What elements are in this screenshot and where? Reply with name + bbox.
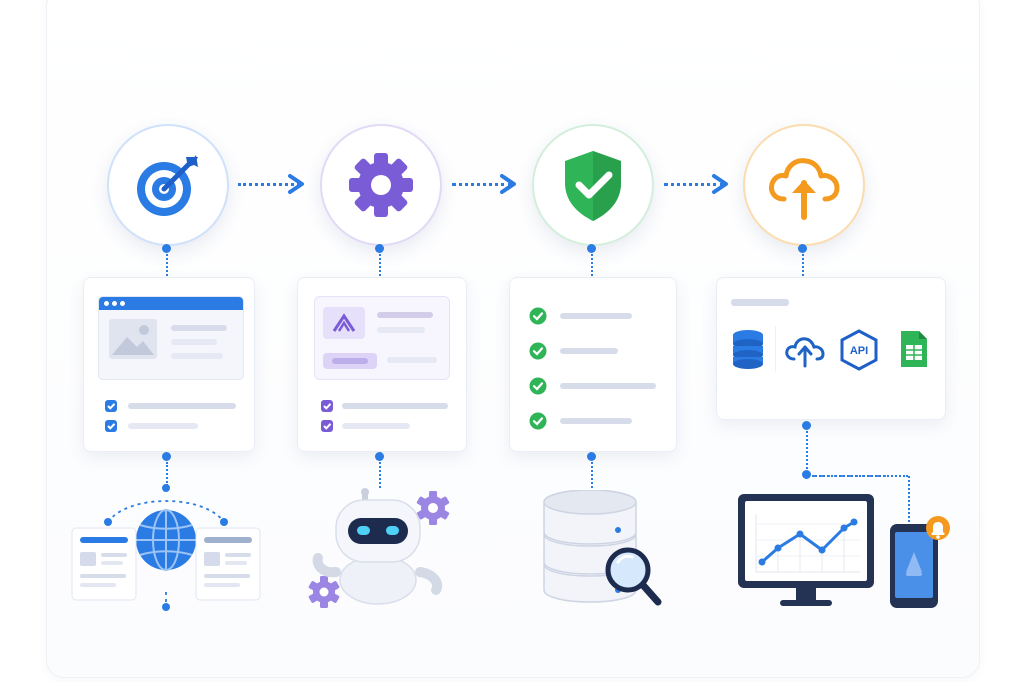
pill-line — [332, 358, 368, 364]
check-circle-icon — [529, 412, 547, 430]
text-line — [377, 312, 433, 318]
mobile-phone-illustration — [890, 516, 950, 608]
text-line — [342, 423, 410, 429]
checkbox-checked-icon — [105, 420, 117, 432]
window-dot — [120, 301, 125, 306]
globe-icon — [136, 509, 196, 571]
connector-line — [379, 254, 381, 276]
step-2-circle — [320, 124, 442, 246]
cloud-upload-icon — [785, 337, 825, 368]
connector-line — [802, 254, 804, 276]
web-page-card-left — [71, 527, 137, 601]
chevron-logo-icon — [332, 313, 356, 332]
connector-dot — [162, 452, 171, 461]
connector-dot — [802, 421, 811, 430]
step-4-circle — [743, 124, 865, 246]
text-line — [377, 327, 425, 333]
step-3-card — [509, 277, 677, 452]
api-label: API — [850, 345, 868, 357]
connector-line — [591, 462, 593, 488]
api-hexagon-icon: API — [840, 329, 878, 371]
connector-line — [591, 254, 593, 276]
card-header-line — [731, 299, 789, 306]
app-logo — [323, 307, 365, 339]
browser-window — [98, 296, 244, 380]
text-line — [171, 353, 223, 359]
connector-line — [806, 431, 808, 469]
notification-bell-icon — [926, 516, 950, 540]
arrow-right-icon — [712, 174, 728, 194]
check-circle-icon — [529, 307, 547, 325]
target-icon — [137, 155, 198, 216]
text-line — [171, 339, 217, 345]
window-dot — [112, 301, 117, 306]
connector-dot — [162, 244, 171, 253]
gear-icon — [349, 153, 413, 217]
step-4-card: API — [716, 277, 946, 420]
step-3-circle — [532, 124, 654, 246]
arrow-right-icon — [500, 174, 516, 194]
connector-line — [166, 462, 168, 486]
connector-dot — [375, 452, 384, 461]
check-circle-icon — [529, 377, 547, 395]
text-line — [560, 383, 656, 389]
connector-dot — [587, 452, 596, 461]
connector-dot — [798, 244, 807, 253]
monitor-chart-illustration — [738, 475, 886, 606]
check-circle-icon — [529, 342, 547, 360]
connector-dot — [587, 244, 596, 253]
connector-dot — [375, 244, 384, 253]
text-line — [560, 418, 632, 424]
text-line — [128, 423, 198, 429]
checkbox-checked-icon — [321, 400, 333, 412]
app-panel — [314, 296, 450, 380]
cloud-upload-icon — [769, 158, 840, 220]
database-icon — [733, 330, 763, 369]
connector-line — [812, 475, 908, 477]
text-line — [387, 357, 437, 363]
web-page-card-right — [195, 527, 261, 601]
connector-dot — [802, 470, 811, 479]
action-pill — [323, 353, 377, 369]
window-dot — [104, 301, 109, 306]
browser-titlebar — [99, 297, 243, 310]
text-line — [128, 403, 236, 409]
text-line — [171, 325, 227, 331]
magnifier-icon — [605, 547, 662, 606]
connector-3-4 — [664, 183, 724, 186]
spreadsheet-icon — [901, 331, 927, 367]
connector-1-2 — [238, 183, 300, 186]
text-line — [560, 313, 632, 319]
text-line — [342, 403, 448, 409]
step-1-circle — [107, 124, 229, 246]
connector-2-3 — [452, 183, 512, 186]
text-line — [560, 348, 618, 354]
shield-check-icon — [565, 151, 621, 221]
connector-line — [908, 476, 910, 522]
gear-icon — [308, 576, 340, 608]
checkbox-checked-icon — [105, 400, 117, 412]
step-1-card — [83, 277, 255, 452]
image-placeholder-icon — [109, 319, 157, 359]
globe-network-illustration — [71, 484, 261, 611]
connector-line — [166, 254, 168, 276]
robot-illustration — [308, 488, 450, 608]
integration-divider — [775, 326, 776, 372]
gear-icon — [416, 491, 450, 525]
step-2-card — [297, 277, 467, 452]
connector-line — [379, 462, 381, 488]
database-search-illustration — [543, 490, 662, 606]
checkbox-checked-icon — [321, 420, 333, 432]
arrow-right-icon — [288, 174, 304, 194]
